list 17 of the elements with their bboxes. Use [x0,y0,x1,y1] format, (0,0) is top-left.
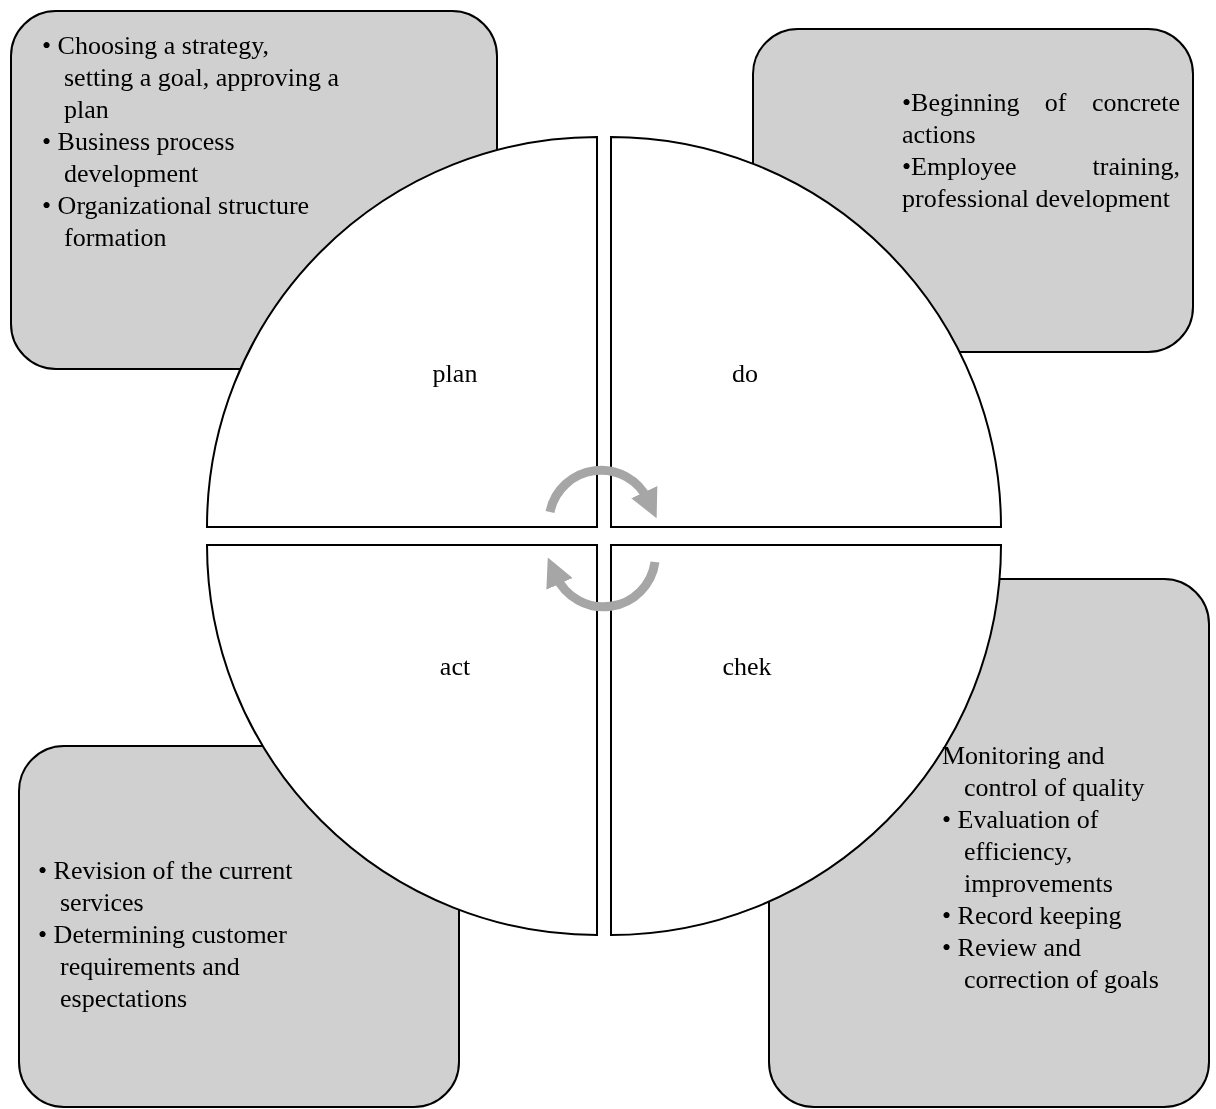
bullet-item: • Record keeping [942,900,1123,932]
bullet-item: • Business process development [42,126,236,190]
phase-label: chek [722,651,772,683]
phase-label: act [439,651,471,683]
bullet-item: Monitoring and control of quality [942,740,1146,804]
bullet-item: • Determining customer requirements and espectations [38,919,288,1015]
bullet-item: • Review and correction of goals [942,932,1160,996]
bullet-item: • Organizational structure formation [42,190,311,254]
bullet-item: • Choosing a strategy, setting a goal, approving a plan [42,30,341,126]
bullet-item: • Evaluation of efficiency, improvements [942,804,1114,900]
bullet-item: •Employee training, professional development [902,151,1180,215]
bullet-item: •Beginning of concrete actions [902,87,1180,151]
cycle-arrow [546,558,660,612]
phase-label: do [732,358,758,390]
bullet-item: • Revision of the current services [38,855,294,919]
cycle-arrow [545,465,658,518]
phase-label: plan [432,358,478,390]
